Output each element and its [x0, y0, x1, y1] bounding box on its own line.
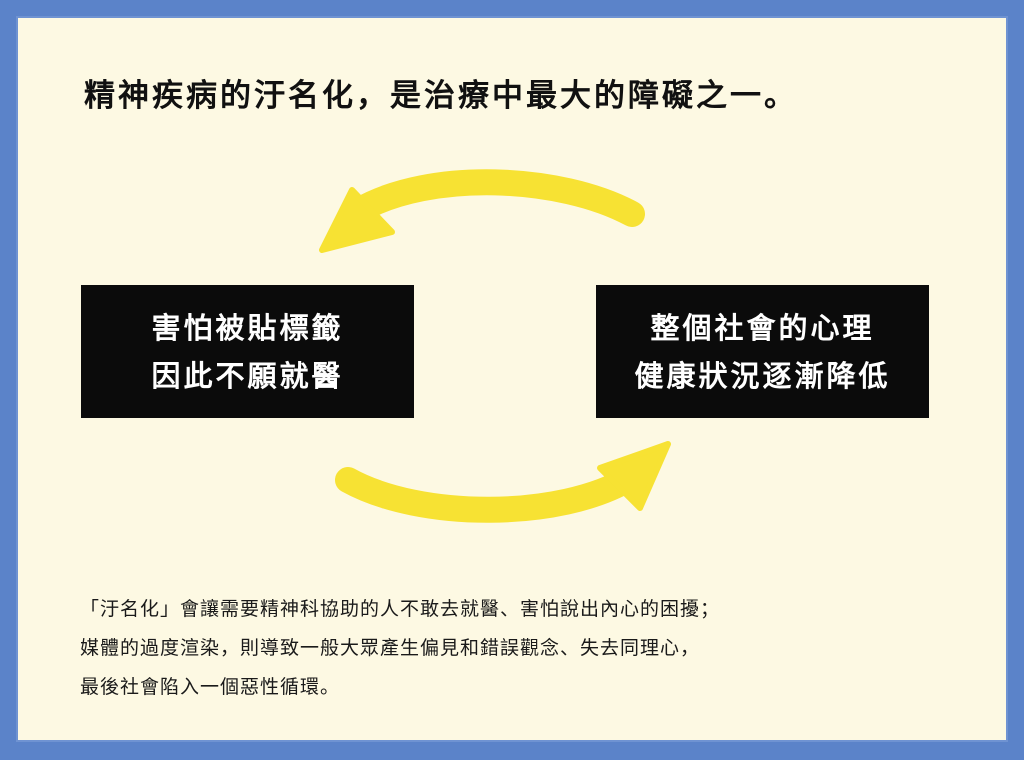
fear-of-labeling-box: 害怕被貼標籤 因此不願就醫	[81, 285, 414, 418]
decline-box-line1: 整個社會的心理	[650, 310, 875, 345]
description-line1: 「汙名化」會讓需要精神科協助的人不敢去就醫、害怕說出內心的困擾；	[80, 598, 721, 620]
page-title: 精神疾病的汙名化，是治療中最大的障礙之一。	[84, 78, 798, 114]
fear-box-line1: 害怕被貼標籤	[151, 310, 344, 345]
top-arrow	[319, 169, 645, 253]
decline-box-line2: 健康狀況逐漸降低	[634, 358, 891, 393]
fear-box-line2: 因此不願就醫	[151, 358, 344, 393]
mental-health-decline-box: 整個社會的心理 健康狀況逐漸降低	[596, 285, 929, 418]
description-line3: 最後社會陷入一個惡性循環。	[80, 676, 341, 698]
bottom-arrow	[335, 441, 671, 523]
description-text: 「汙名化」會讓需要精神科協助的人不敢去就醫、害怕說出內心的困擾； 媒體的過度渲染…	[80, 590, 720, 707]
description-line2: 媒體的過度渲染，則導致一般大眾產生偏見和錯誤觀念、失去同理心，	[80, 637, 701, 659]
